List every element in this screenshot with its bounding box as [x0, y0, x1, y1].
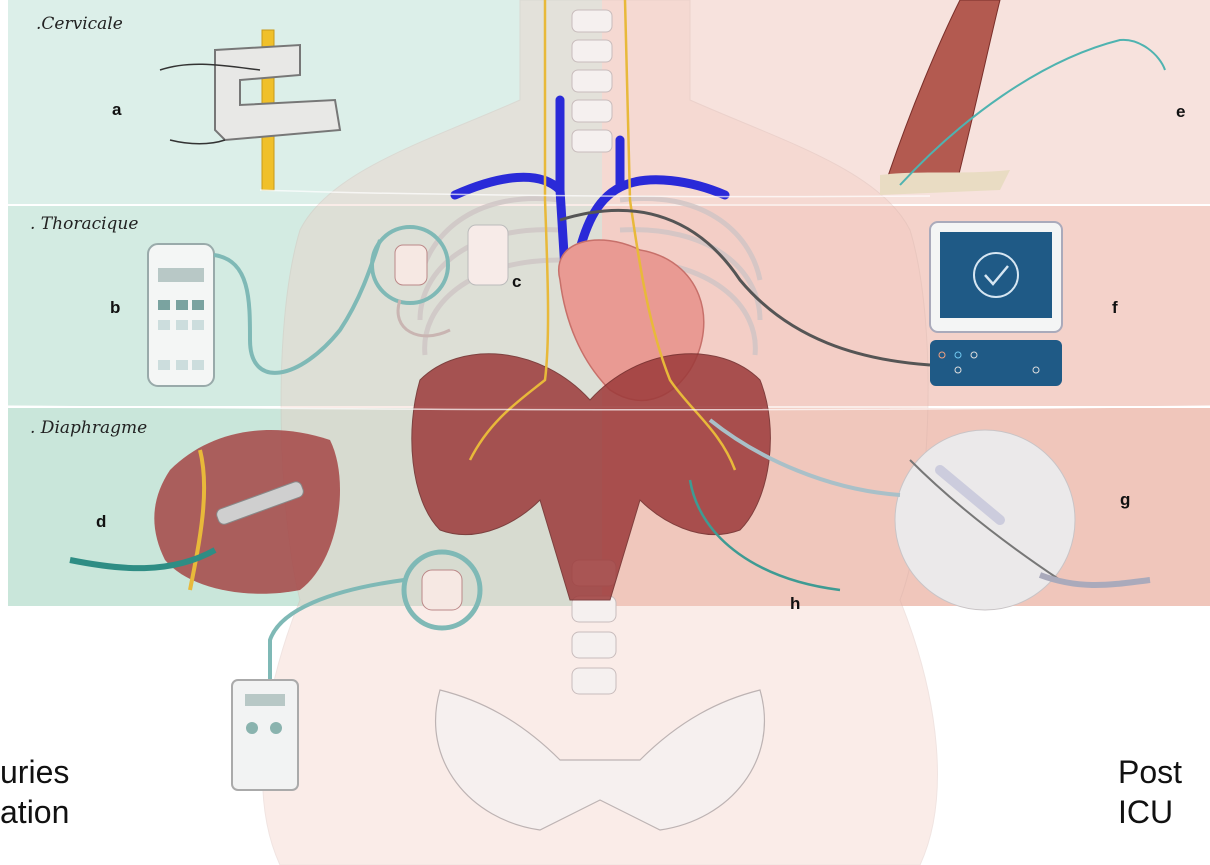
panel-letter-d: d [96, 512, 106, 532]
panel-letter-b: b [110, 298, 120, 318]
neck-muscle-e [880, 0, 1165, 195]
panel-letter-g: g [1120, 490, 1130, 510]
section-label-cervical: .Cervicale [36, 14, 123, 34]
caption-right: Post ICU [1118, 752, 1182, 832]
caption-right-line2: ICU [1118, 792, 1182, 832]
muscle-electrode-d [70, 430, 340, 594]
caption-right-line1: Post [1118, 752, 1182, 792]
panel-letter-h: h [790, 594, 800, 614]
caption-left-line2: ation [0, 792, 69, 832]
caption-left-line1: uries [0, 752, 69, 792]
panel-letter-a: a [112, 100, 121, 120]
caption-left: uries ation [0, 752, 69, 832]
electrode-cuff-a [160, 30, 340, 190]
section-label-diaphragm: . Diaphragme [30, 418, 147, 438]
panel-letter-f: f [1112, 298, 1118, 318]
section-label-thoracic: . Thoracique [30, 214, 138, 234]
panel-letter-e: e [1176, 102, 1185, 122]
panel-letter-c: c [512, 272, 521, 292]
